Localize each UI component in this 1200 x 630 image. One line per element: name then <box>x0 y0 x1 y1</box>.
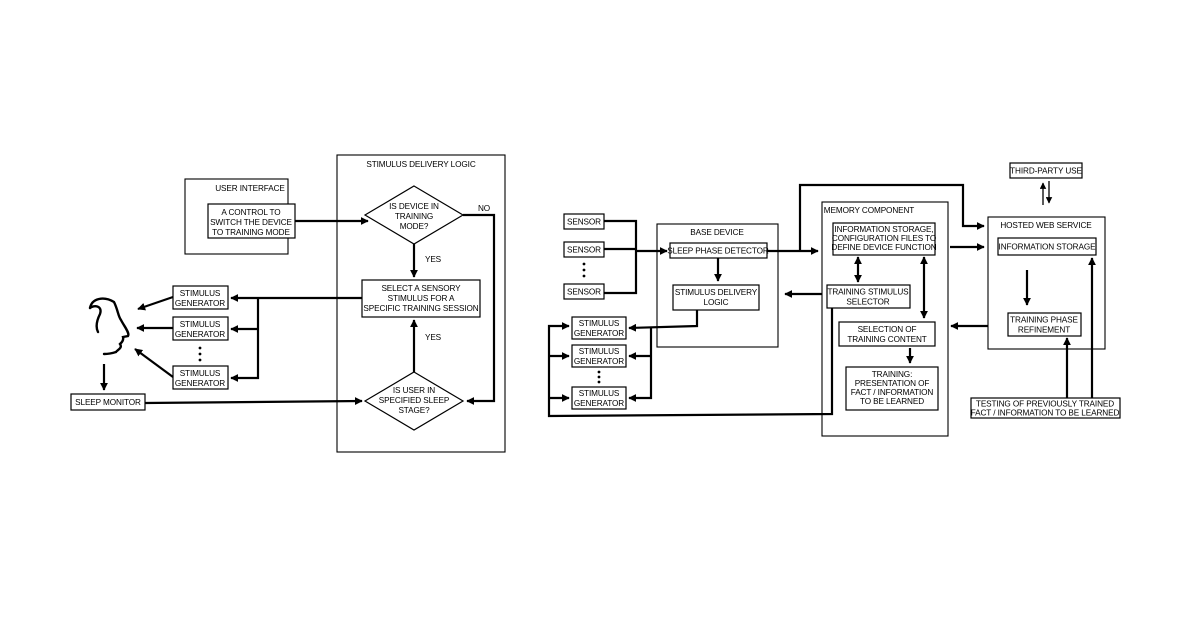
training-mode-decision-line-2: TRAINING <box>395 212 433 221</box>
memory-info-line-3: DEFINE DEVICE FUNCTION <box>831 243 936 252</box>
memory-info-line-2: CONFIGURATION FILES TO <box>832 234 936 243</box>
yes-label-bottom: YES <box>425 333 442 342</box>
memory-info-line-1: INFORMATION STORAGE, <box>834 225 933 234</box>
testing-line-1: TESTING OF PREVIOUSLY TRAINED <box>976 400 1114 409</box>
training-mode-decision-line-3: MODE? <box>400 222 429 231</box>
sensor-bus-line <box>604 221 636 293</box>
right-diagram: SENSOR SENSOR SENSOR BASE DEVICE SLEEP P… <box>549 163 1120 436</box>
selector-line-1: TRAINING STIMULUS <box>827 288 909 297</box>
left-diagram: USER INTERFACE A CONTROL TO SWITCH THE D… <box>71 155 505 452</box>
sleep-stage-decision-line-2: SPECIFIED SLEEP <box>379 396 450 405</box>
memory-component-title: MEMORY COMPONENT <box>824 206 915 215</box>
training-presentation-line-3: FACT / INFORMATION <box>851 388 934 397</box>
no-label: NO <box>478 204 490 213</box>
yes-label-top: YES <box>425 255 442 264</box>
logic-to-generator-3-arrow <box>629 327 651 398</box>
sleep-stage-decision-line-3: STAGE? <box>398 406 430 415</box>
base-sdl-line-2: LOGIC <box>704 298 729 307</box>
select-stimulus-line-3: SPECIFIC TRAINING SESSION <box>363 304 478 313</box>
training-presentation-line-4: TO BE LEARNED <box>860 397 924 406</box>
training-presentation-line-2: PRESENTATION OF <box>855 379 930 388</box>
generator-1-to-head-arrow <box>138 297 173 309</box>
sensor-2-label: SENSOR <box>567 246 601 255</box>
hosted-web-service-title: HOSTED WEB SERVICE <box>1000 221 1092 230</box>
training-presentation-line-1: TRAINING: <box>872 370 913 379</box>
left-generator-2-line-1: STIMULUS <box>180 320 221 329</box>
left-generator-3-line-2: GENERATOR <box>175 379 225 388</box>
selection-content-line-2: TRAINING CONTENT <box>847 335 926 344</box>
right-generator-2-line-1: STIMULUS <box>579 347 620 356</box>
select-stimulus-line-2: STIMULUS FOR A <box>388 294 455 303</box>
right-generator-ellipsis <box>598 371 601 384</box>
stimulus-delivery-logic-title: STIMULUS DELIVERY LOGIC <box>366 160 476 169</box>
select-stimulus-line-1: SELECT A SENSORY <box>381 284 461 293</box>
head-icon <box>90 299 128 354</box>
training-mode-decision-line-1: IS DEVICE IN <box>389 202 439 211</box>
sensor-ellipsis <box>583 263 586 278</box>
right-generator-3-line-2: GENERATOR <box>574 399 624 408</box>
refinement-line-1: TRAINING PHASE <box>1010 316 1078 325</box>
select-to-generator-3-arrow <box>231 298 258 378</box>
switch-mode-control-line-3: TO TRAINING MODE <box>212 228 290 237</box>
base-sdl-line-1: STIMULUS DELIVERY <box>675 288 758 297</box>
selection-content-line-1: SELECTION OF <box>858 325 917 334</box>
right-generator-1-line-1: STIMULUS <box>579 319 620 328</box>
sensor-1-label: SENSOR <box>567 218 601 227</box>
refinement-line-2: REFINEMENT <box>1018 326 1070 335</box>
left-generator-2-line-2: GENERATOR <box>175 330 225 339</box>
third-party-use-label: THIRD-PARTY USE <box>1010 167 1082 176</box>
sensor-3-label: SENSOR <box>567 288 601 297</box>
right-generator-2-line-2: GENERATOR <box>574 357 624 366</box>
sleep-phase-detector-label: SLEEP PHASE DETECTOR <box>667 247 769 256</box>
right-generator-1-line-2: GENERATOR <box>574 329 624 338</box>
left-generator-1-line-1: STIMULUS <box>180 289 221 298</box>
switch-mode-control-line-1: A CONTROL TO <box>221 208 280 217</box>
generator-3-to-head-arrow <box>135 349 173 377</box>
sleep-stage-decision-line-1: IS USER IN <box>393 386 435 395</box>
left-generator-ellipsis <box>199 347 202 362</box>
hosted-info-storage-label: INFORMATION STORAGE <box>999 243 1097 252</box>
user-interface-title: USER INTERFACE <box>215 184 285 193</box>
sleep-monitor-label: SLEEP MONITOR <box>75 398 141 407</box>
base-device-title: BASE DEVICE <box>690 228 744 237</box>
testing-line-2: FACT / INFORMATION TO BE LEARNED <box>971 409 1120 418</box>
monitor-to-decision-arrow <box>145 401 362 403</box>
left-generator-3-line-1: STIMULUS <box>180 369 221 378</box>
right-generator-3-line-1: STIMULUS <box>579 389 620 398</box>
selector-line-2: SELECTOR <box>846 298 889 307</box>
left-generator-1-line-2: GENERATOR <box>175 299 225 308</box>
switch-mode-control-line-2: SWITCH THE DEVICE <box>210 218 292 227</box>
logic-to-generator-1-arrow <box>629 310 697 328</box>
